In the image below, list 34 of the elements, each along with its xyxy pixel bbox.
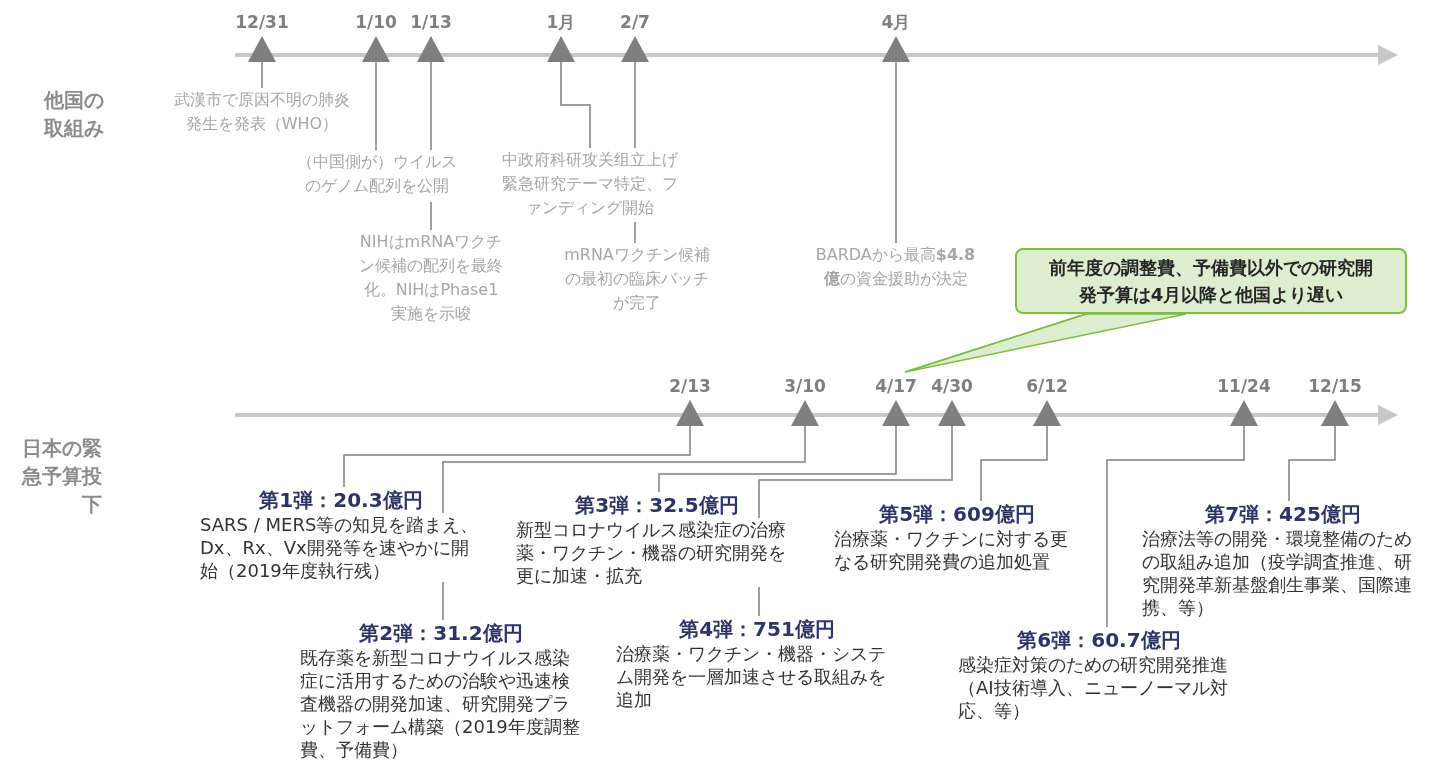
budget-heading: 第1弾：20.3億円: [259, 487, 423, 513]
date-label: 4月: [881, 11, 911, 34]
leader-line: [1288, 425, 1336, 502]
leader-line: [1106, 425, 1245, 628]
callout-bubble: 前年度の調整費、予備費以外での研究開発予算は4月以降と他国より遅い: [1015, 248, 1407, 314]
leader-line: [560, 61, 591, 149]
budget-description: 既存薬を新型コロナウイルス感染症に活用するための治験や迅速検査機器の開発加速、研究開発プラットフォーム構築（2019年度調整費、予備費）: [300, 646, 582, 761]
row-label: 他国の取組み: [43, 87, 104, 142]
budget-heading: 第2弾：31.2億円: [359, 620, 523, 646]
date-label: 1/10: [355, 11, 397, 34]
date-label: 1月: [546, 11, 576, 34]
date-label: 1/13: [410, 11, 452, 34]
leader-line: [658, 425, 897, 493]
budget-heading: 第7弾：425億円: [1205, 501, 1361, 527]
budget-heading: 第4弾：751億円: [679, 616, 835, 642]
budget-heading: 第6弾：60.7億円: [1017, 627, 1181, 653]
date-label: 2/13: [669, 375, 711, 398]
date-label: 2/7: [620, 11, 650, 34]
budget-heading: 第3弾：32.5億円: [575, 492, 739, 518]
date-label: 3/10: [784, 375, 826, 398]
row-label: 日本の緊急予算投下: [20, 435, 102, 518]
budget-heading: 第5弾：609億円: [879, 501, 1035, 527]
date-label: 12/15: [1308, 375, 1362, 398]
date-label: 11/24: [1217, 375, 1271, 398]
leader-line: [895, 61, 897, 244]
leader-line: [375, 61, 377, 151]
date-label: 6/12: [1026, 375, 1068, 398]
leader-line: [980, 425, 1048, 502]
date-label: 12/31: [235, 11, 289, 34]
leader-line: [261, 61, 263, 89]
event-text: 中政府科研攻关组立上げ緊急研究テーマ特定、ファンディング開始: [500, 148, 680, 222]
leader-line: [343, 425, 691, 488]
date-label: 4/30: [931, 375, 973, 398]
date-label: 4/17: [875, 375, 917, 398]
